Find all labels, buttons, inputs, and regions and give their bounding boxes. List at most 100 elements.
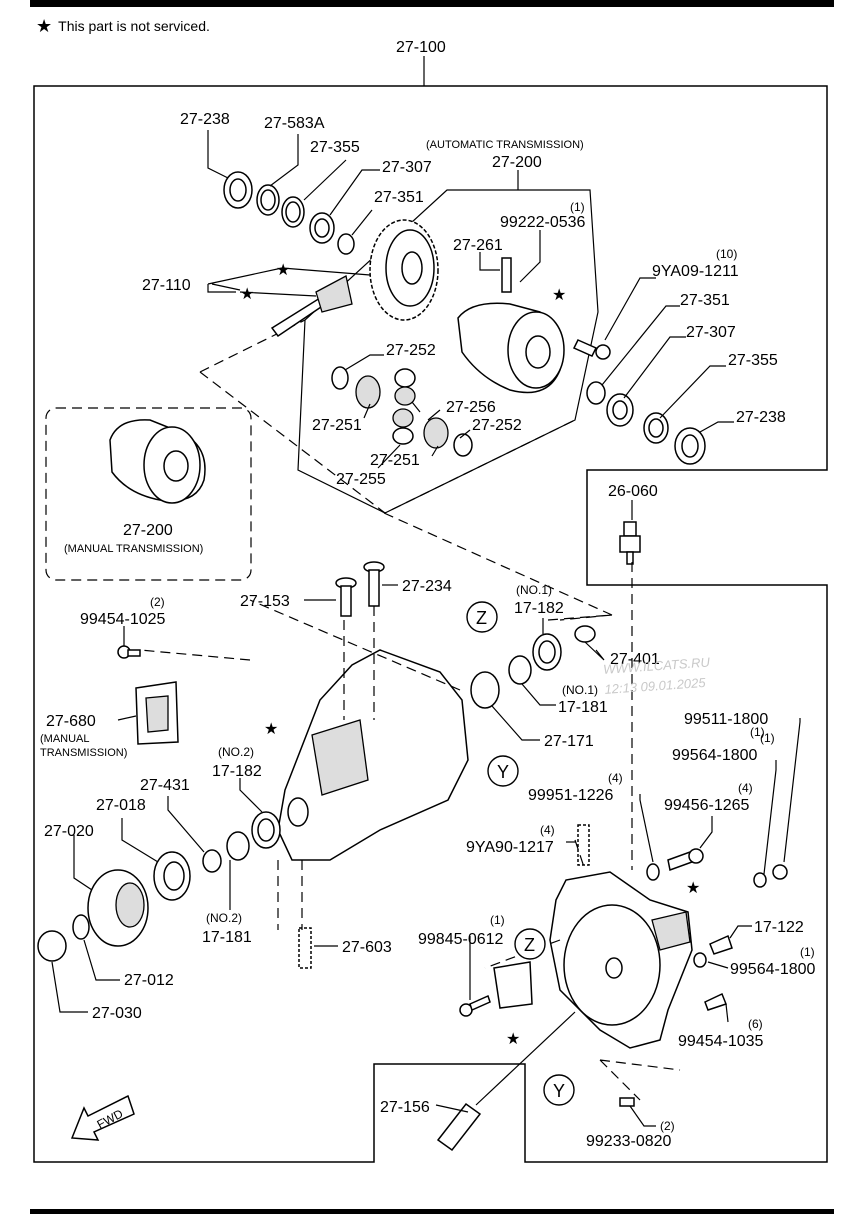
fwd-arrow-icon: FWD xyxy=(70,1094,135,1141)
svg-text:Y: Y xyxy=(553,1081,565,1101)
label-9ya90-1217: 9YA90-1217 xyxy=(466,839,554,856)
label-17-182: 17-182 xyxy=(514,600,564,617)
washer-99564a xyxy=(753,872,767,888)
label-27-431: 27-431 xyxy=(140,777,190,794)
bushing-17-181-no1 xyxy=(508,655,532,685)
auto-diff-box xyxy=(297,189,599,514)
seal-27-018 xyxy=(153,851,191,901)
label-qty: (1) xyxy=(570,200,585,214)
diff-carrier-front xyxy=(277,649,469,861)
label-9ya09-1211: 9YA09-1211 xyxy=(652,263,739,280)
label-99511-1800: 99511-1800 xyxy=(684,711,768,728)
breather-27-156 xyxy=(436,1011,576,1152)
bolt-99454-1035 xyxy=(704,992,727,1011)
bushing-17-182-no1 xyxy=(532,633,562,671)
diff-carrier-rear xyxy=(549,871,693,1049)
label-qty: (1) xyxy=(760,731,775,745)
star-icon: ★ xyxy=(686,880,700,897)
part-labels: 27-100 27-238 27-583A 27-355 27-307 27-3… xyxy=(40,39,816,1150)
washer-27-252b xyxy=(453,433,473,457)
label-27-252: 27-252 xyxy=(386,342,436,359)
pinion-gears-27-255 xyxy=(392,368,416,445)
nut-27-030 xyxy=(37,930,67,962)
label-17-122: 17-122 xyxy=(754,919,804,936)
star-markers: ★ ★ ★ ★ ★ ★ xyxy=(240,262,700,1048)
bushing-17-181-no2 xyxy=(226,831,250,861)
bolt-99511 xyxy=(772,864,788,880)
bolt-27-234 xyxy=(363,561,385,607)
label-99564-1800: 99564-1800 xyxy=(730,961,816,978)
label-27-020: 27-020 xyxy=(44,823,94,840)
spacer-27-431 xyxy=(202,849,222,873)
label-27-401: 27-401 xyxy=(610,651,660,668)
label-27-110: 27-110 xyxy=(142,277,191,294)
side-gear-27-251b xyxy=(423,417,449,449)
bolt-99456 xyxy=(667,848,704,872)
label-no2: (NO.2) xyxy=(206,911,242,925)
label-99222-0536: 99222-0536 xyxy=(500,214,586,231)
mount-27-680 xyxy=(135,681,179,745)
star-icon: ★ xyxy=(240,286,254,303)
marker-y-bottom: Y xyxy=(543,1074,575,1106)
label-27-261: 27-261 xyxy=(453,237,503,254)
pin-99233 xyxy=(619,1097,635,1107)
label-26-060: 26-060 xyxy=(608,483,658,500)
label-27-307: 27-307 xyxy=(686,324,736,341)
star-icon: ★ xyxy=(276,262,290,279)
bottom-border-bar xyxy=(30,1209,834,1214)
star-icon: ★ xyxy=(36,16,53,36)
washer-99951 xyxy=(646,863,660,881)
label-17-182: 17-182 xyxy=(212,763,262,780)
label-27-171: 27-171 xyxy=(544,733,594,750)
legend-note-text: This part is not serviced. xyxy=(58,18,210,34)
label-qty: (4) xyxy=(608,771,623,785)
star-icon: ★ xyxy=(506,1031,520,1048)
label-27-252: 27-252 xyxy=(472,417,522,434)
shim-27-583a xyxy=(256,184,280,216)
label-27-156: 27-156 xyxy=(380,1099,430,1116)
diff-case-manual xyxy=(109,419,206,504)
label-27-583a: 27-583A xyxy=(264,115,325,132)
washer-99564b xyxy=(693,952,707,968)
assembly-frame xyxy=(33,85,828,1163)
label-27-603: 27-603 xyxy=(342,939,392,956)
label-automatic-transmission: (AUTOMATIC TRANSMISSION) xyxy=(426,139,584,151)
label-transmission: TRANSMISSION) xyxy=(40,747,127,759)
label-27-255: 27-255 xyxy=(336,471,386,488)
label-27-100: 27-100 xyxy=(396,39,446,56)
svg-text:Z: Z xyxy=(476,608,487,628)
manual-diff-box xyxy=(45,407,252,581)
bearing-27-238-right xyxy=(674,427,706,465)
label-27-030: 27-030 xyxy=(92,1005,142,1022)
label-no2: (NO.2) xyxy=(218,745,254,759)
plug-17-122 xyxy=(709,934,733,955)
stud-9ya90 xyxy=(577,824,590,866)
watermark-line2: 12:13 09.01.2025 xyxy=(604,675,707,697)
spacer-27-355-top xyxy=(281,196,305,228)
seal-27-351-top xyxy=(337,233,355,255)
bearing-27-307-top xyxy=(309,212,335,244)
label-qty: (2) xyxy=(660,1119,675,1133)
bolt-99845 xyxy=(459,994,491,1017)
label-17-181: 17-181 xyxy=(558,699,608,716)
drive-pinion xyxy=(270,275,353,338)
label-qty: (4) xyxy=(540,823,555,837)
label-27-256: 27-256 xyxy=(446,399,496,416)
label-99456-1265: 99456-1265 xyxy=(664,797,750,814)
label-qty: (1) xyxy=(490,913,505,927)
label-99564-1800: 99564-1800 xyxy=(672,747,758,764)
label-qty: (1) xyxy=(750,725,765,739)
label-27-018: 27-018 xyxy=(96,797,146,814)
bolt-27-153 xyxy=(335,577,357,617)
bracket xyxy=(493,961,533,1009)
star-icon: ★ xyxy=(264,721,278,738)
label-99951-1226: 99951-1226 xyxy=(528,787,614,804)
sensor-26-060 xyxy=(619,521,641,565)
svg-text:Z: Z xyxy=(524,935,535,955)
washer-27-012 xyxy=(72,914,90,940)
watermark: WWW.ILCATS.RU 12:13 09.01.2025 xyxy=(603,654,711,697)
label-99454-1025: 99454-1025 xyxy=(80,611,166,628)
label-99233-0820: 99233-0820 xyxy=(586,1133,672,1150)
label-no1: (NO.1) xyxy=(516,583,552,597)
